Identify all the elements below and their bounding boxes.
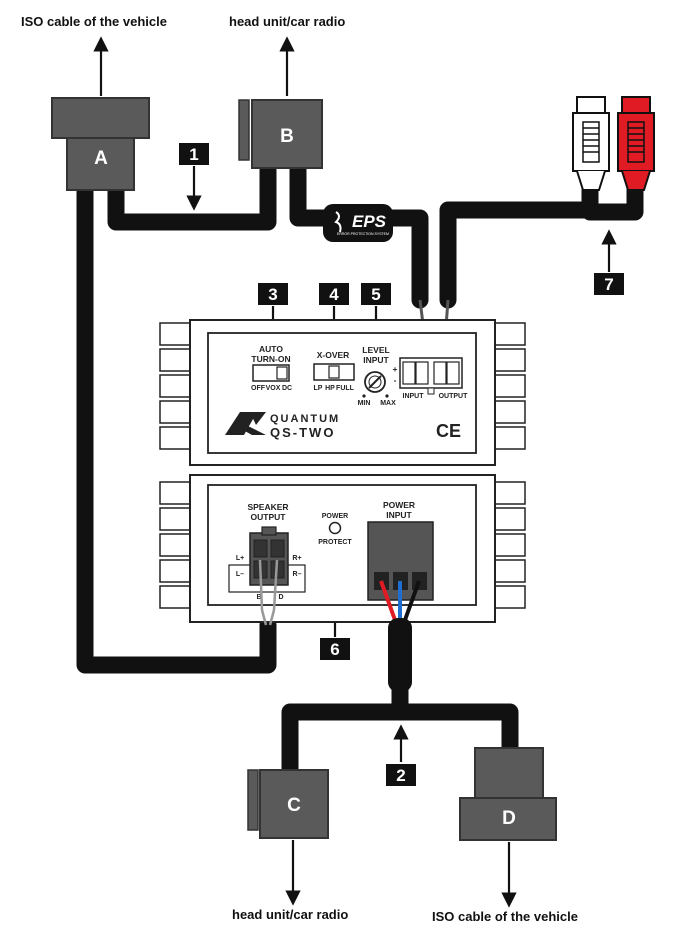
svg-text:3: 3: [268, 285, 277, 304]
eps-logo-text: EPS: [352, 212, 387, 231]
svg-text:1: 1: [189, 145, 198, 164]
rca-red-plug: [617, 96, 655, 191]
callout-5: 5: [361, 283, 391, 305]
wire-black: [403, 580, 421, 621]
callout-3: 3: [258, 283, 288, 305]
label-top-center: head unit/car radio: [229, 14, 345, 29]
rca-white-plug: [572, 96, 610, 191]
level-input-label-1: LEVEL: [362, 345, 389, 355]
connector-b-label: B: [280, 126, 294, 147]
bottom-module-fins-right: [494, 481, 526, 609]
svg-text:D: D: [278, 594, 283, 601]
svg-text:OFF: OFF: [251, 385, 266, 392]
xover-label: X-OVER: [317, 350, 350, 360]
brand-label: QUANTUM: [270, 413, 340, 425]
bottom-module-fins-left: [159, 481, 191, 609]
svg-text:MIN: MIN: [358, 400, 371, 407]
output-label: OUTPUT: [439, 393, 469, 400]
label-bottom-left: head unit/car radio: [232, 907, 348, 922]
speaker-output-label-2: OUTPUT: [251, 512, 287, 522]
cable-rca-to-output: [439, 181, 599, 309]
power-input-label-1: POWER: [383, 500, 415, 510]
svg-text:LP: LP: [314, 385, 323, 392]
xover-switch-knob[interactable]: [328, 365, 340, 379]
svg-text:HP: HP: [325, 385, 335, 392]
svg-text:DC: DC: [282, 385, 292, 392]
connector-c: C: [247, 769, 329, 839]
callout-2: 2: [386, 764, 416, 786]
top-module: AUTO TURN-ON OFF VOX DC X-OVER LP HP FUL…: [159, 319, 526, 466]
input-label: INPUT: [403, 393, 425, 400]
svg-text:5: 5: [371, 285, 380, 304]
svg-text:L+: L+: [236, 555, 244, 562]
svg-text:7: 7: [604, 275, 613, 294]
svg-text:FULL: FULL: [336, 385, 355, 392]
svg-text:B: B: [256, 594, 261, 601]
auto-turn-on-label-1: AUTO: [259, 344, 283, 354]
power-cable-sleeve: [388, 618, 412, 692]
cable-power-to-d: [391, 703, 519, 759]
level-input-label-2: INPUT: [363, 355, 389, 365]
callout-7: 7: [594, 273, 624, 295]
label-bottom-right: ISO cable of the vehicle: [432, 909, 578, 924]
auto-turn-on-label-2: TURN-ON: [251, 354, 290, 364]
connector-a-label: A: [94, 148, 108, 169]
connector-c-label: C: [287, 795, 301, 816]
auto-turn-on-switch-knob[interactable]: [276, 366, 288, 380]
svg-text:6: 6: [330, 640, 339, 659]
cable-a-to-b: [107, 156, 277, 231]
ce-mark: CE: [436, 421, 461, 441]
callout-4: 4: [319, 283, 349, 305]
svg-text:MAX: MAX: [380, 400, 396, 407]
esx-logo-icon: [225, 412, 266, 435]
svg-text:R–: R–: [293, 571, 302, 578]
top-module-fins-left: [159, 322, 191, 450]
wire-red: [379, 580, 397, 621]
eps-subtitle: ERROR PROTECTION SYSTEM: [337, 232, 389, 236]
power-input-label-2: INPUT: [386, 510, 412, 520]
level-input-knob-pointer: [368, 375, 382, 389]
power-protect-led: [328, 521, 342, 535]
connector-d: D: [459, 747, 557, 841]
cable-power-to-c: [281, 681, 409, 787]
connector-d-label: D: [502, 808, 516, 829]
connector-a: A: [51, 97, 150, 191]
cable-a-to-speaker: [76, 181, 277, 674]
protect-led-label: PROTECT: [318, 539, 352, 546]
bottom-module: SPEAKER OUTPUT L+ L– R+ R– B D POWER PRO…: [159, 474, 526, 692]
svg-text:-: -: [394, 375, 397, 385]
connector-b: B: [238, 99, 323, 169]
svg-text:+: +: [393, 364, 398, 374]
eps-logo: EPS ERROR PROTECTION SYSTEM: [323, 204, 393, 242]
speaker-output-label-1: SPEAKER: [247, 502, 288, 512]
label-top-left: ISO cable of the vehicle: [21, 14, 167, 29]
svg-text:R+: R+: [292, 555, 301, 562]
top-module-fins-right: [494, 322, 526, 450]
callout-6: 6: [320, 638, 350, 660]
callout-1: 1: [179, 143, 209, 165]
svg-text:2: 2: [396, 766, 405, 785]
eps-swoosh-icon: [334, 211, 342, 233]
power-led-label: POWER: [322, 513, 348, 520]
cable-rca-red: [581, 181, 644, 221]
cables: [76, 156, 644, 787]
model-label: QS-TWO: [270, 425, 335, 440]
svg-text:VOX: VOX: [266, 385, 281, 392]
svg-text:L–: L–: [236, 571, 244, 578]
svg-text:4: 4: [329, 285, 339, 304]
